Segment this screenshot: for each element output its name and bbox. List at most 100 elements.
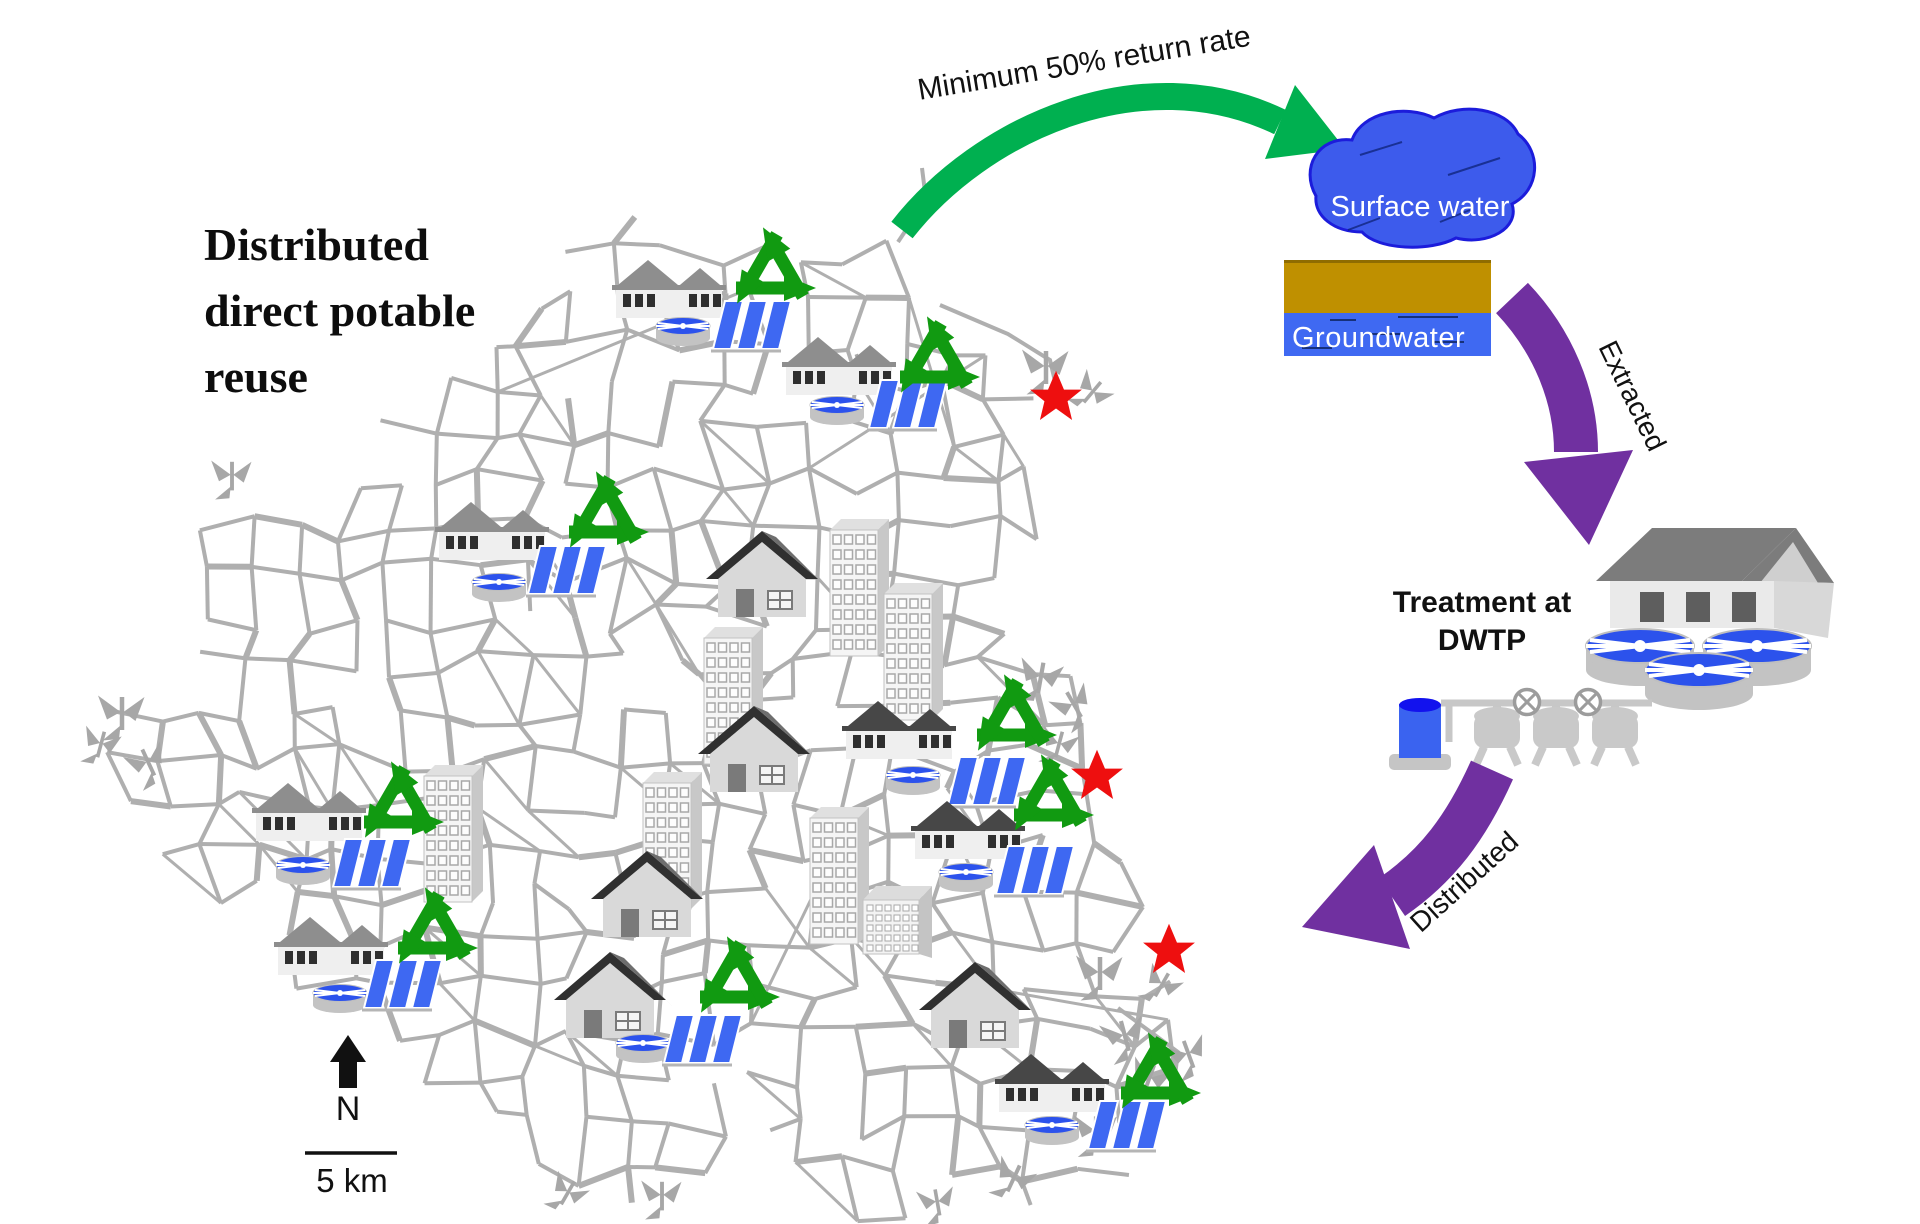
recycle-icon bbox=[736, 227, 816, 304]
recycle-icon bbox=[700, 936, 780, 1013]
antenna-icon bbox=[543, 1170, 590, 1210]
treatment-site bbox=[554, 936, 780, 1067]
treatment-site bbox=[782, 316, 980, 432]
panel-array-icon bbox=[711, 300, 793, 353]
panel-array-icon bbox=[662, 1014, 744, 1067]
red-star-marker bbox=[1071, 749, 1123, 799]
treatment-label-line: DWTP bbox=[1437, 624, 1527, 657]
process-tank-icon bbox=[1531, 700, 1581, 767]
groundwater-box bbox=[1284, 260, 1491, 356]
clarifier-tank-icon bbox=[275, 856, 331, 885]
clarifier-tank-icon bbox=[1644, 652, 1754, 710]
treatment-site bbox=[612, 227, 816, 353]
large-house-icon bbox=[706, 531, 824, 617]
panel-array-icon bbox=[331, 838, 413, 891]
treatment-label-line: Treatment at bbox=[1392, 586, 1572, 619]
distributed-arrow-icon bbox=[1302, 760, 1513, 949]
treatment-site bbox=[274, 887, 478, 1013]
large-house-icon bbox=[554, 952, 672, 1038]
office-tower-icon bbox=[883, 583, 943, 721]
groundwater-label: Groundwater bbox=[1292, 322, 1466, 354]
antenna-icon bbox=[988, 1155, 1038, 1198]
house-icon bbox=[252, 783, 366, 841]
road-network bbox=[105, 167, 1181, 1224]
large-house-icon bbox=[698, 706, 816, 792]
antenna-icon bbox=[80, 725, 122, 764]
treatment-site bbox=[252, 761, 444, 891]
treatment-clarifier-icons bbox=[1585, 628, 1812, 710]
office-block-icon bbox=[862, 886, 932, 958]
return-flow-arrow-icon bbox=[891, 82, 1345, 239]
scale-label: 5 km bbox=[316, 1162, 388, 1199]
clarifier-tank-icon bbox=[885, 766, 941, 795]
house-icon bbox=[995, 1054, 1109, 1112]
clarifier-tank-icon bbox=[655, 317, 711, 346]
treatment-site bbox=[911, 754, 1094, 898]
treatment-site bbox=[435, 471, 649, 602]
antenna-icon bbox=[1098, 1015, 1142, 1065]
antenna-icon bbox=[1022, 349, 1069, 395]
antenna-icon bbox=[211, 460, 252, 500]
office-tower-icon bbox=[809, 807, 869, 945]
valve-icon bbox=[1573, 687, 1603, 717]
large-house-icon bbox=[591, 851, 709, 937]
antenna-icon bbox=[1048, 682, 1088, 734]
treatment-building-icon bbox=[1596, 528, 1834, 638]
recycle-icon bbox=[977, 674, 1057, 751]
panel-array-icon bbox=[1086, 1100, 1168, 1153]
clarifier-tank-icon bbox=[471, 573, 527, 602]
valve-icon bbox=[1512, 687, 1542, 717]
panel-array-icon bbox=[994, 845, 1076, 898]
water-level-marks bbox=[1302, 316, 1464, 349]
office-tower-icon bbox=[423, 765, 483, 903]
clarifier-tank-icon bbox=[615, 1034, 671, 1063]
clarifier-tank-icon bbox=[938, 863, 994, 892]
antenna-icon bbox=[915, 1186, 953, 1224]
antenna-icon bbox=[98, 695, 145, 741]
house-icon bbox=[782, 337, 896, 395]
extracted-arrow-icon bbox=[1495, 282, 1633, 545]
house-icon bbox=[842, 701, 956, 759]
treatment-dwtp-label: Treatment at DWTP bbox=[1380, 584, 1584, 660]
panel-array-icon bbox=[362, 959, 444, 1012]
red-star-marker bbox=[1030, 370, 1082, 420]
recycle-icon bbox=[364, 761, 444, 838]
tank-system-icon bbox=[1389, 687, 1652, 770]
figure-title: Distributed direct potable reuse bbox=[204, 212, 475, 410]
panel-array-icon bbox=[526, 545, 608, 598]
antenna-icon bbox=[1076, 955, 1123, 1001]
recycle-icon bbox=[398, 887, 478, 964]
process-tank-icon bbox=[1590, 700, 1640, 767]
surface-water-label: Surface water bbox=[1330, 191, 1510, 223]
red-star-marker bbox=[1143, 923, 1195, 973]
house-icon bbox=[612, 260, 726, 318]
house-icon bbox=[274, 917, 388, 975]
clarifier-tank-icon bbox=[809, 396, 865, 425]
large-house-icon bbox=[919, 962, 1037, 1048]
antenna-icon bbox=[1137, 962, 1184, 1002]
treatment-site bbox=[842, 674, 1057, 809]
antenna-icon bbox=[1066, 368, 1115, 407]
title-line: direct potable bbox=[204, 285, 476, 336]
recycle-icon bbox=[1121, 1032, 1201, 1109]
recycle-icon bbox=[1014, 754, 1094, 831]
panel-array-icon bbox=[946, 756, 1028, 809]
north-label: N bbox=[335, 1090, 361, 1128]
water-streaks bbox=[1347, 141, 1501, 231]
north-arrow-icon bbox=[330, 1035, 366, 1088]
storage-cylinder-icon bbox=[1389, 698, 1451, 770]
antenna-icon bbox=[122, 741, 162, 791]
map-landmarks bbox=[252, 227, 1201, 1153]
recycle-icon bbox=[900, 316, 980, 393]
surface-water-blob bbox=[1308, 107, 1536, 249]
title-line: Distributed bbox=[204, 219, 429, 270]
process-tank-icon bbox=[1472, 700, 1522, 767]
house-icon bbox=[911, 801, 1025, 859]
title-line: reuse bbox=[204, 351, 308, 402]
clarifier-tank-icon bbox=[1024, 1116, 1080, 1145]
house-icon bbox=[435, 502, 549, 560]
treatment-site bbox=[995, 1032, 1201, 1153]
